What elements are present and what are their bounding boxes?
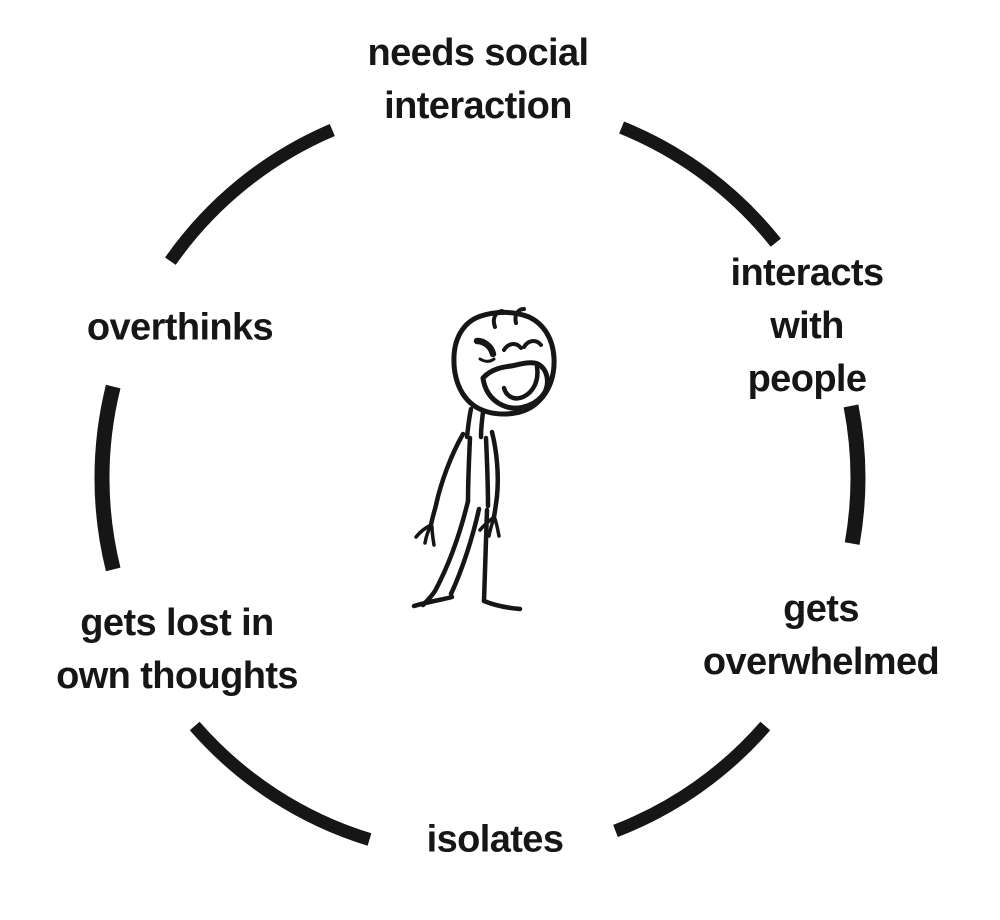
left-eyebrow: [473, 337, 497, 358]
left-leg: [448, 506, 482, 597]
stick-figure-body: [411, 406, 523, 612]
cycle-arcs: [94, 121, 866, 846]
left-hand: [430, 525, 436, 547]
right-hand: [493, 517, 501, 538]
hair-stroke: [513, 307, 526, 325]
cycle-arc-bottom-left: [189, 721, 372, 846]
node-interacts-with-people: interacts with people: [730, 252, 884, 401]
left-arm: [428, 431, 466, 528]
torso: [483, 435, 491, 509]
node-needs-social-interaction: needs social interaction: [367, 31, 590, 127]
stick-figure-face: [473, 337, 550, 411]
cycle-arc-right: [843, 404, 866, 545]
mouth: [480, 360, 550, 411]
right-leg: [481, 507, 490, 604]
right-foot: [481, 598, 523, 612]
tongue: [501, 364, 540, 401]
right-eye-outer: [522, 339, 543, 349]
right-eye-inner: [502, 342, 523, 352]
left-eye: [478, 357, 496, 363]
node-overthinks: overthinks: [86, 306, 274, 349]
node-gets-overwhelmed: gets overwhelmed: [702, 587, 940, 683]
cycle-arc-top-left: [165, 124, 335, 265]
left-foot: [411, 594, 455, 609]
stick-figure-content-face-icon: [411, 307, 557, 612]
neck: [478, 409, 486, 440]
torso: [465, 435, 473, 504]
hair-stroke: [491, 309, 504, 329]
node-gets-lost-in-own-thoughts: gets lost in own thoughts: [56, 601, 298, 697]
cycle-arc-left: [94, 384, 121, 572]
node-isolates: isolates: [426, 818, 564, 861]
left-hand: [423, 523, 433, 545]
cycle-arc-top-right: [619, 121, 781, 247]
neck: [464, 406, 474, 440]
left-leg: [420, 498, 471, 608]
right-arm: [489, 429, 501, 520]
cycle-arc-bottom-right: [613, 721, 771, 837]
